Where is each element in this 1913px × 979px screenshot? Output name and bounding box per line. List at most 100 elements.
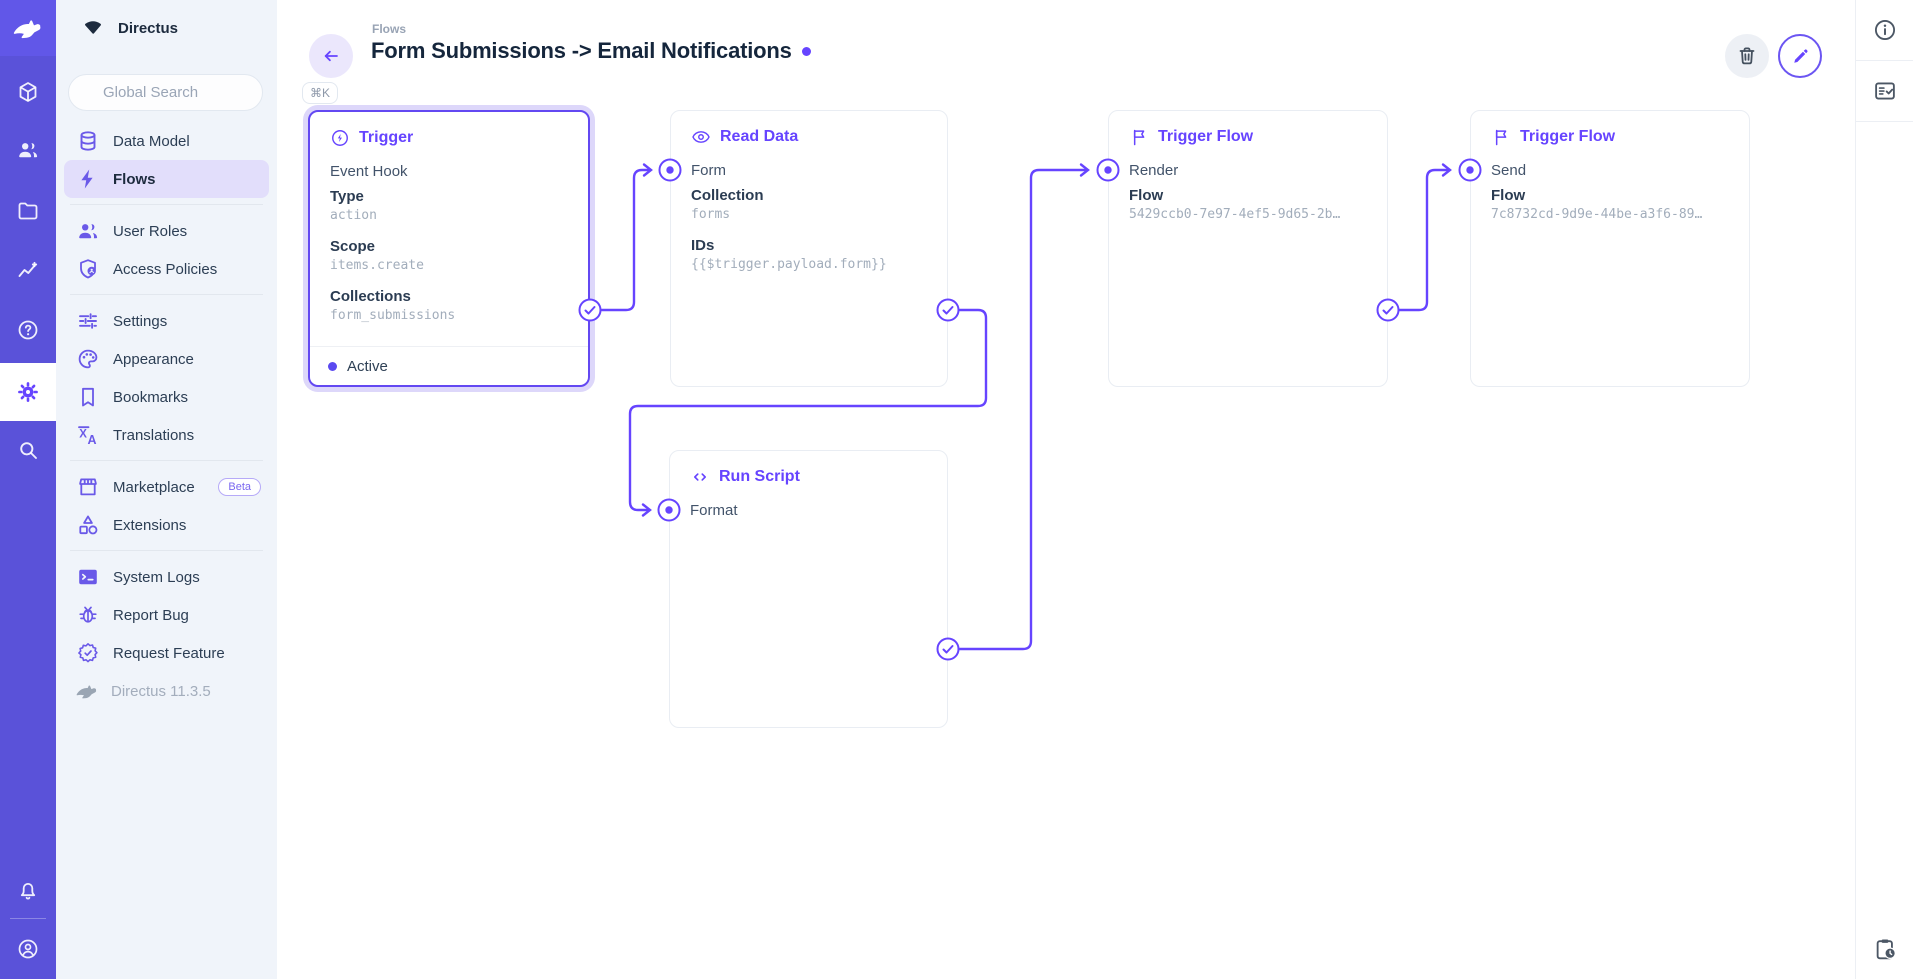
sidebar-item-settings[interactable]: Settings xyxy=(64,302,269,340)
rabbit-icon xyxy=(76,685,97,699)
field-value: items.create xyxy=(330,258,424,273)
field-label: Type xyxy=(330,188,364,205)
users-module-button[interactable] xyxy=(0,122,56,178)
database-icon xyxy=(80,131,96,151)
content-module-button[interactable] xyxy=(0,64,56,120)
logs-panel-button[interactable] xyxy=(1856,61,1913,122)
flow-runs-button[interactable] xyxy=(1856,919,1913,979)
sidebar-item-user-roles[interactable]: User Roles xyxy=(64,212,269,250)
sidebar-item-marketplace[interactable]: Marketplace Beta xyxy=(64,468,269,506)
sidebar-item-access-policies[interactable]: Access Policies xyxy=(64,250,269,288)
node-title: Trigger xyxy=(359,129,414,146)
version-label: Directus 11.3.5 xyxy=(111,682,211,700)
module-rail xyxy=(0,0,56,979)
project-logo-icon xyxy=(85,21,101,34)
sidebar-item-system-logs[interactable]: System Logs xyxy=(64,558,269,596)
fact-check-icon xyxy=(1874,82,1895,100)
edit-flow-button[interactable] xyxy=(1778,34,1822,78)
sidebar-divider xyxy=(70,294,263,295)
sidebar-item-bookmarks[interactable]: Bookmarks xyxy=(64,378,269,416)
node-header: Trigger Flow xyxy=(1129,127,1367,147)
terminal-icon xyxy=(79,569,97,585)
flow-node-read-data[interactable]: Read Data Form Collection forms IDs {{$t… xyxy=(670,110,948,387)
node-header: Trigger xyxy=(330,128,568,148)
sidebar-item-report-bug[interactable]: Report Bug xyxy=(64,596,269,634)
settings-module-active-bg xyxy=(0,363,56,421)
connector-arrowhead xyxy=(642,163,653,177)
field-label: Collection xyxy=(691,187,764,204)
delete-flow-button[interactable] xyxy=(1725,34,1769,78)
sidebar-item-label: Bookmarks xyxy=(113,388,189,406)
right-sidebar xyxy=(1855,0,1913,979)
bolt-icon xyxy=(81,169,93,189)
node-name: Form xyxy=(691,162,726,179)
breadcrumb[interactable]: Flows xyxy=(372,22,407,36)
active-status-dot xyxy=(328,361,337,371)
connector-run-script-to-render xyxy=(957,168,1089,651)
search-input[interactable] xyxy=(69,84,302,101)
node-name: Format xyxy=(690,502,738,519)
trigger-status-footer: Active xyxy=(310,346,588,385)
folder-icon xyxy=(18,202,38,220)
sidebar-item-label: Request Feature xyxy=(113,644,225,662)
sidebar-item-flows[interactable]: Flows xyxy=(64,160,269,198)
sidebar-divider xyxy=(70,460,263,461)
flow-node-trigger-flow-send[interactable]: Trigger Flow Send Flow 7c8732cd-9d9e-44b… xyxy=(1470,110,1750,387)
back-button[interactable] xyxy=(309,34,353,78)
search-shortcut-badge: ⌘K xyxy=(302,81,339,104)
info-panel-button[interactable] xyxy=(1856,0,1913,61)
project-sidebar: Directus ⌘K Data Model Flows User Roles … xyxy=(56,0,339,979)
pencil-icon xyxy=(1793,49,1808,63)
sidebar-item-label: Flows xyxy=(113,170,156,188)
bug-icon xyxy=(79,606,97,623)
global-search-button[interactable] xyxy=(0,422,56,478)
bell-icon xyxy=(20,883,36,900)
flow-node-trigger[interactable]: Trigger Event Hook Type action Scope ite… xyxy=(308,110,590,387)
sidebar-divider xyxy=(70,550,263,551)
flow-node-trigger-flow-render[interactable]: Trigger Flow Render Flow 5429ccb0-7e97-4… xyxy=(1108,110,1388,387)
title-status-dot xyxy=(801,46,811,56)
account-button[interactable] xyxy=(0,921,56,977)
sidebar-item-label: Marketplace xyxy=(113,478,195,496)
people-icon xyxy=(79,224,98,239)
field-value: 7c8732cd-9d9e-44be-a3f6-89… xyxy=(1491,207,1703,222)
code-icon xyxy=(694,473,706,481)
connector-render-to-send xyxy=(1397,168,1451,312)
category-icon xyxy=(79,515,98,535)
sidebar-item-label: Data Model xyxy=(113,132,190,150)
help-button[interactable] xyxy=(0,302,56,358)
node-name: Render xyxy=(1129,162,1179,179)
flag-icon xyxy=(1133,129,1145,146)
sidebar-item-extensions[interactable]: Extensions xyxy=(64,506,269,544)
project-header[interactable]: Directus xyxy=(56,0,277,39)
svg-text:A: A xyxy=(88,433,97,447)
notifications-button[interactable] xyxy=(0,862,56,918)
node-title: Trigger Flow xyxy=(1158,128,1254,145)
field-value: form_submissions xyxy=(330,308,456,323)
sidebar-item-data-model[interactable]: Data Model xyxy=(64,122,269,160)
flow-node-run-script[interactable]: Run Script Format xyxy=(669,450,948,728)
help-icon xyxy=(18,320,38,340)
sidebar-item-label: System Logs xyxy=(113,568,200,586)
rabbit-logo-icon xyxy=(13,20,41,39)
sidebar-item-appearance[interactable]: Appearance xyxy=(64,340,269,378)
page-title: Form Submissions -> Email Notifications xyxy=(371,38,792,63)
node-title: Trigger Flow xyxy=(1520,128,1616,145)
sidebar-item-request-feature[interactable]: Request Feature xyxy=(64,634,269,672)
insights-module-button[interactable] xyxy=(0,243,56,299)
sidebar-divider xyxy=(70,204,263,205)
global-search-box[interactable]: ⌘K xyxy=(68,74,339,111)
field-label: Scope xyxy=(330,238,376,255)
node-header: Run Script xyxy=(690,467,927,487)
settings-module-button[interactable] xyxy=(0,364,56,420)
node-subtitle: Event Hook xyxy=(330,163,408,180)
sidebar-item-label: Translations xyxy=(113,426,195,444)
search-icon xyxy=(20,442,37,459)
flag-icon xyxy=(1495,129,1507,146)
directus-logo-button[interactable] xyxy=(0,0,56,56)
files-module-button[interactable] xyxy=(0,183,56,239)
connector-arrowhead xyxy=(1441,163,1452,177)
sidebar-item-label: Settings xyxy=(113,312,168,330)
